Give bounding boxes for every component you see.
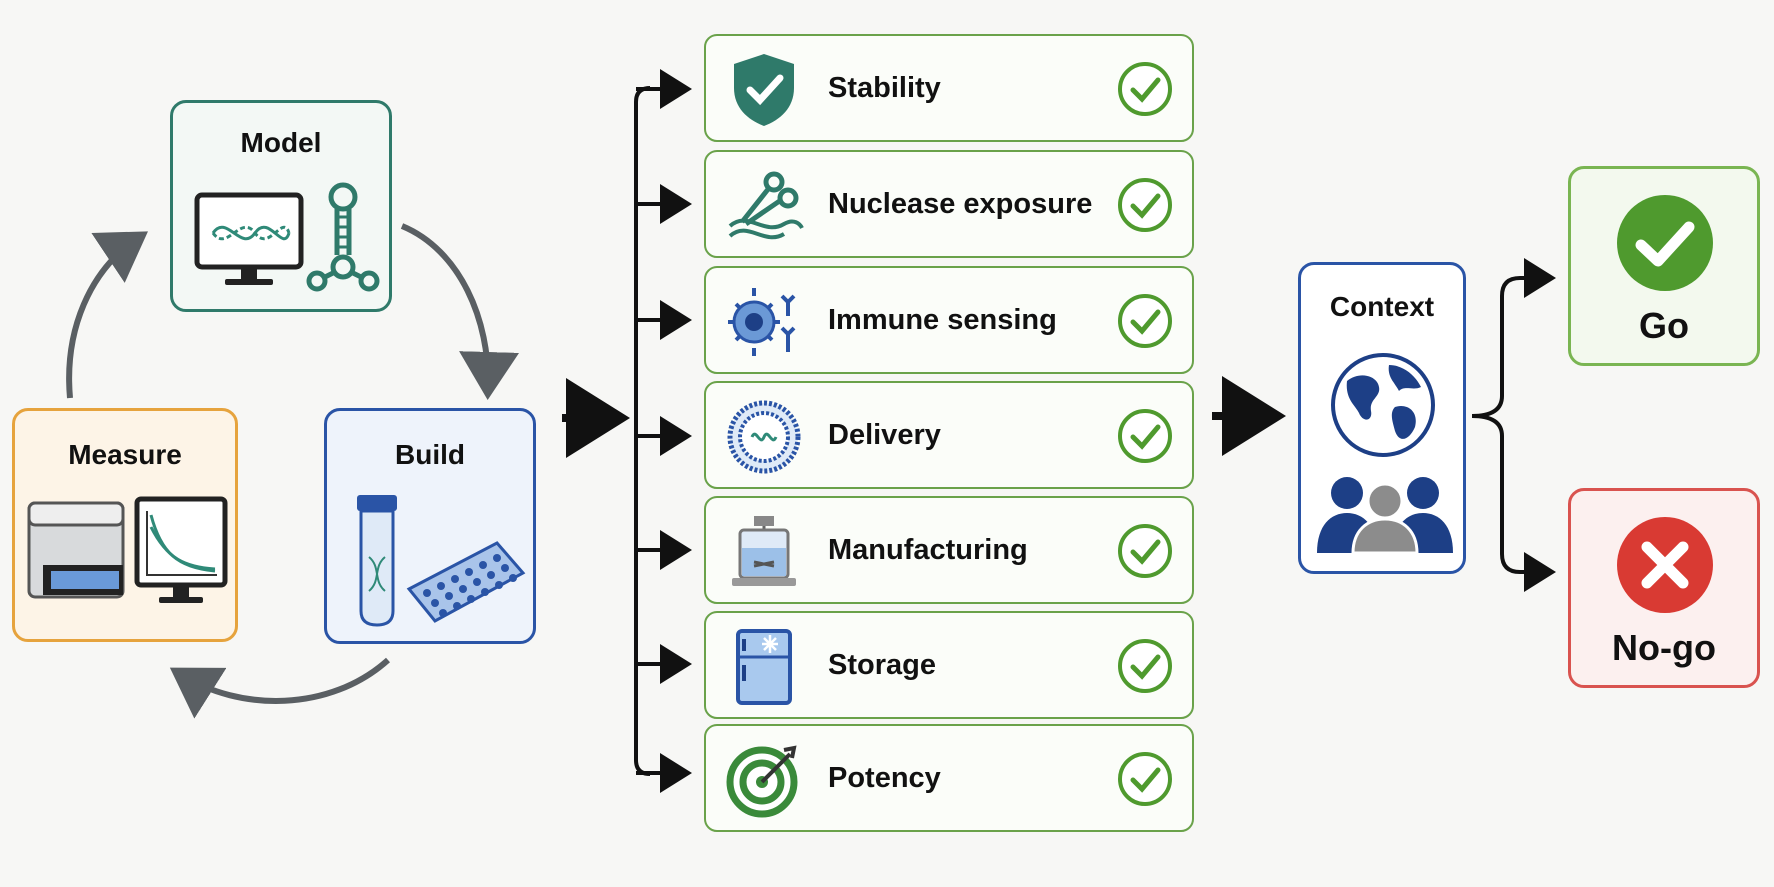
immune-cell-icon: [728, 288, 796, 356]
scissors-icon: [728, 171, 804, 240]
no-go-box: No-go: [1568, 488, 1760, 688]
criterion-label: Delivery: [828, 418, 941, 451]
arrow-model-to-build: [400, 223, 520, 400]
check-circle-icon: [1118, 639, 1172, 693]
criterion-delivery: Delivery: [704, 381, 1194, 489]
criterion-stability: Stability: [704, 34, 1194, 142]
x-icon: [1617, 517, 1713, 613]
monitor-dna-icon: [194, 192, 304, 285]
plate-reader-icon: [27, 496, 228, 603]
check-circle-icon: [1118, 178, 1172, 232]
criterion-label: Stability: [828, 71, 941, 104]
check-circle-icon: [1118, 62, 1172, 116]
bioreactor-icon: [732, 516, 796, 586]
criterion-label: Potency: [828, 761, 941, 794]
model-box: Model: [170, 100, 392, 312]
build-title: Build: [395, 439, 465, 470]
criterion-potency: Potency: [704, 724, 1194, 832]
globe-icon: [1331, 353, 1435, 457]
check-icon: [1617, 195, 1713, 291]
criterion-label: Manufacturing: [828, 533, 1028, 566]
context-box: Context: [1298, 262, 1466, 574]
tube-plate-icon: [357, 495, 526, 627]
arrow-build-to-measure: [169, 657, 391, 719]
rna-hairpin-icon: [306, 182, 380, 292]
decision-fork: [1471, 258, 1556, 418]
check-circle-icon: [1118, 524, 1172, 578]
no-go-label: No-go: [1612, 627, 1716, 668]
model-title: Model: [240, 127, 322, 158]
freezer-icon: [736, 629, 792, 705]
criterion-manufacturing: Manufacturing: [704, 496, 1194, 604]
measure-title: Measure: [68, 439, 182, 470]
criterion-nuclease-exposure: Nuclease exposure: [704, 150, 1194, 258]
check-circle-icon: [1118, 752, 1172, 806]
criterion-storage: Storage: [704, 611, 1194, 719]
check-circle-icon: [1118, 294, 1172, 348]
measure-box: Measure: [12, 408, 238, 642]
people-icon: [1317, 477, 1453, 555]
context-title: Context: [1329, 291, 1435, 322]
criterion-immune-sensing: Immune sensing: [704, 266, 1194, 374]
criterion-label: Nuclease exposure: [828, 187, 1093, 220]
criterion-label: Immune sensing: [828, 303, 1057, 336]
arrow-measure-to-model: [66, 231, 148, 399]
criteria-bracket: [634, 86, 651, 776]
criterion-label: Storage: [828, 648, 936, 681]
go-box: Go: [1568, 166, 1760, 366]
go-label: Go: [1639, 305, 1689, 346]
target-icon: [726, 745, 798, 818]
build-box: Build: [324, 408, 536, 644]
shield-check-icon: [734, 54, 794, 126]
check-circle-icon: [1118, 409, 1172, 463]
lipid-nanoparticle-icon: [727, 400, 801, 474]
